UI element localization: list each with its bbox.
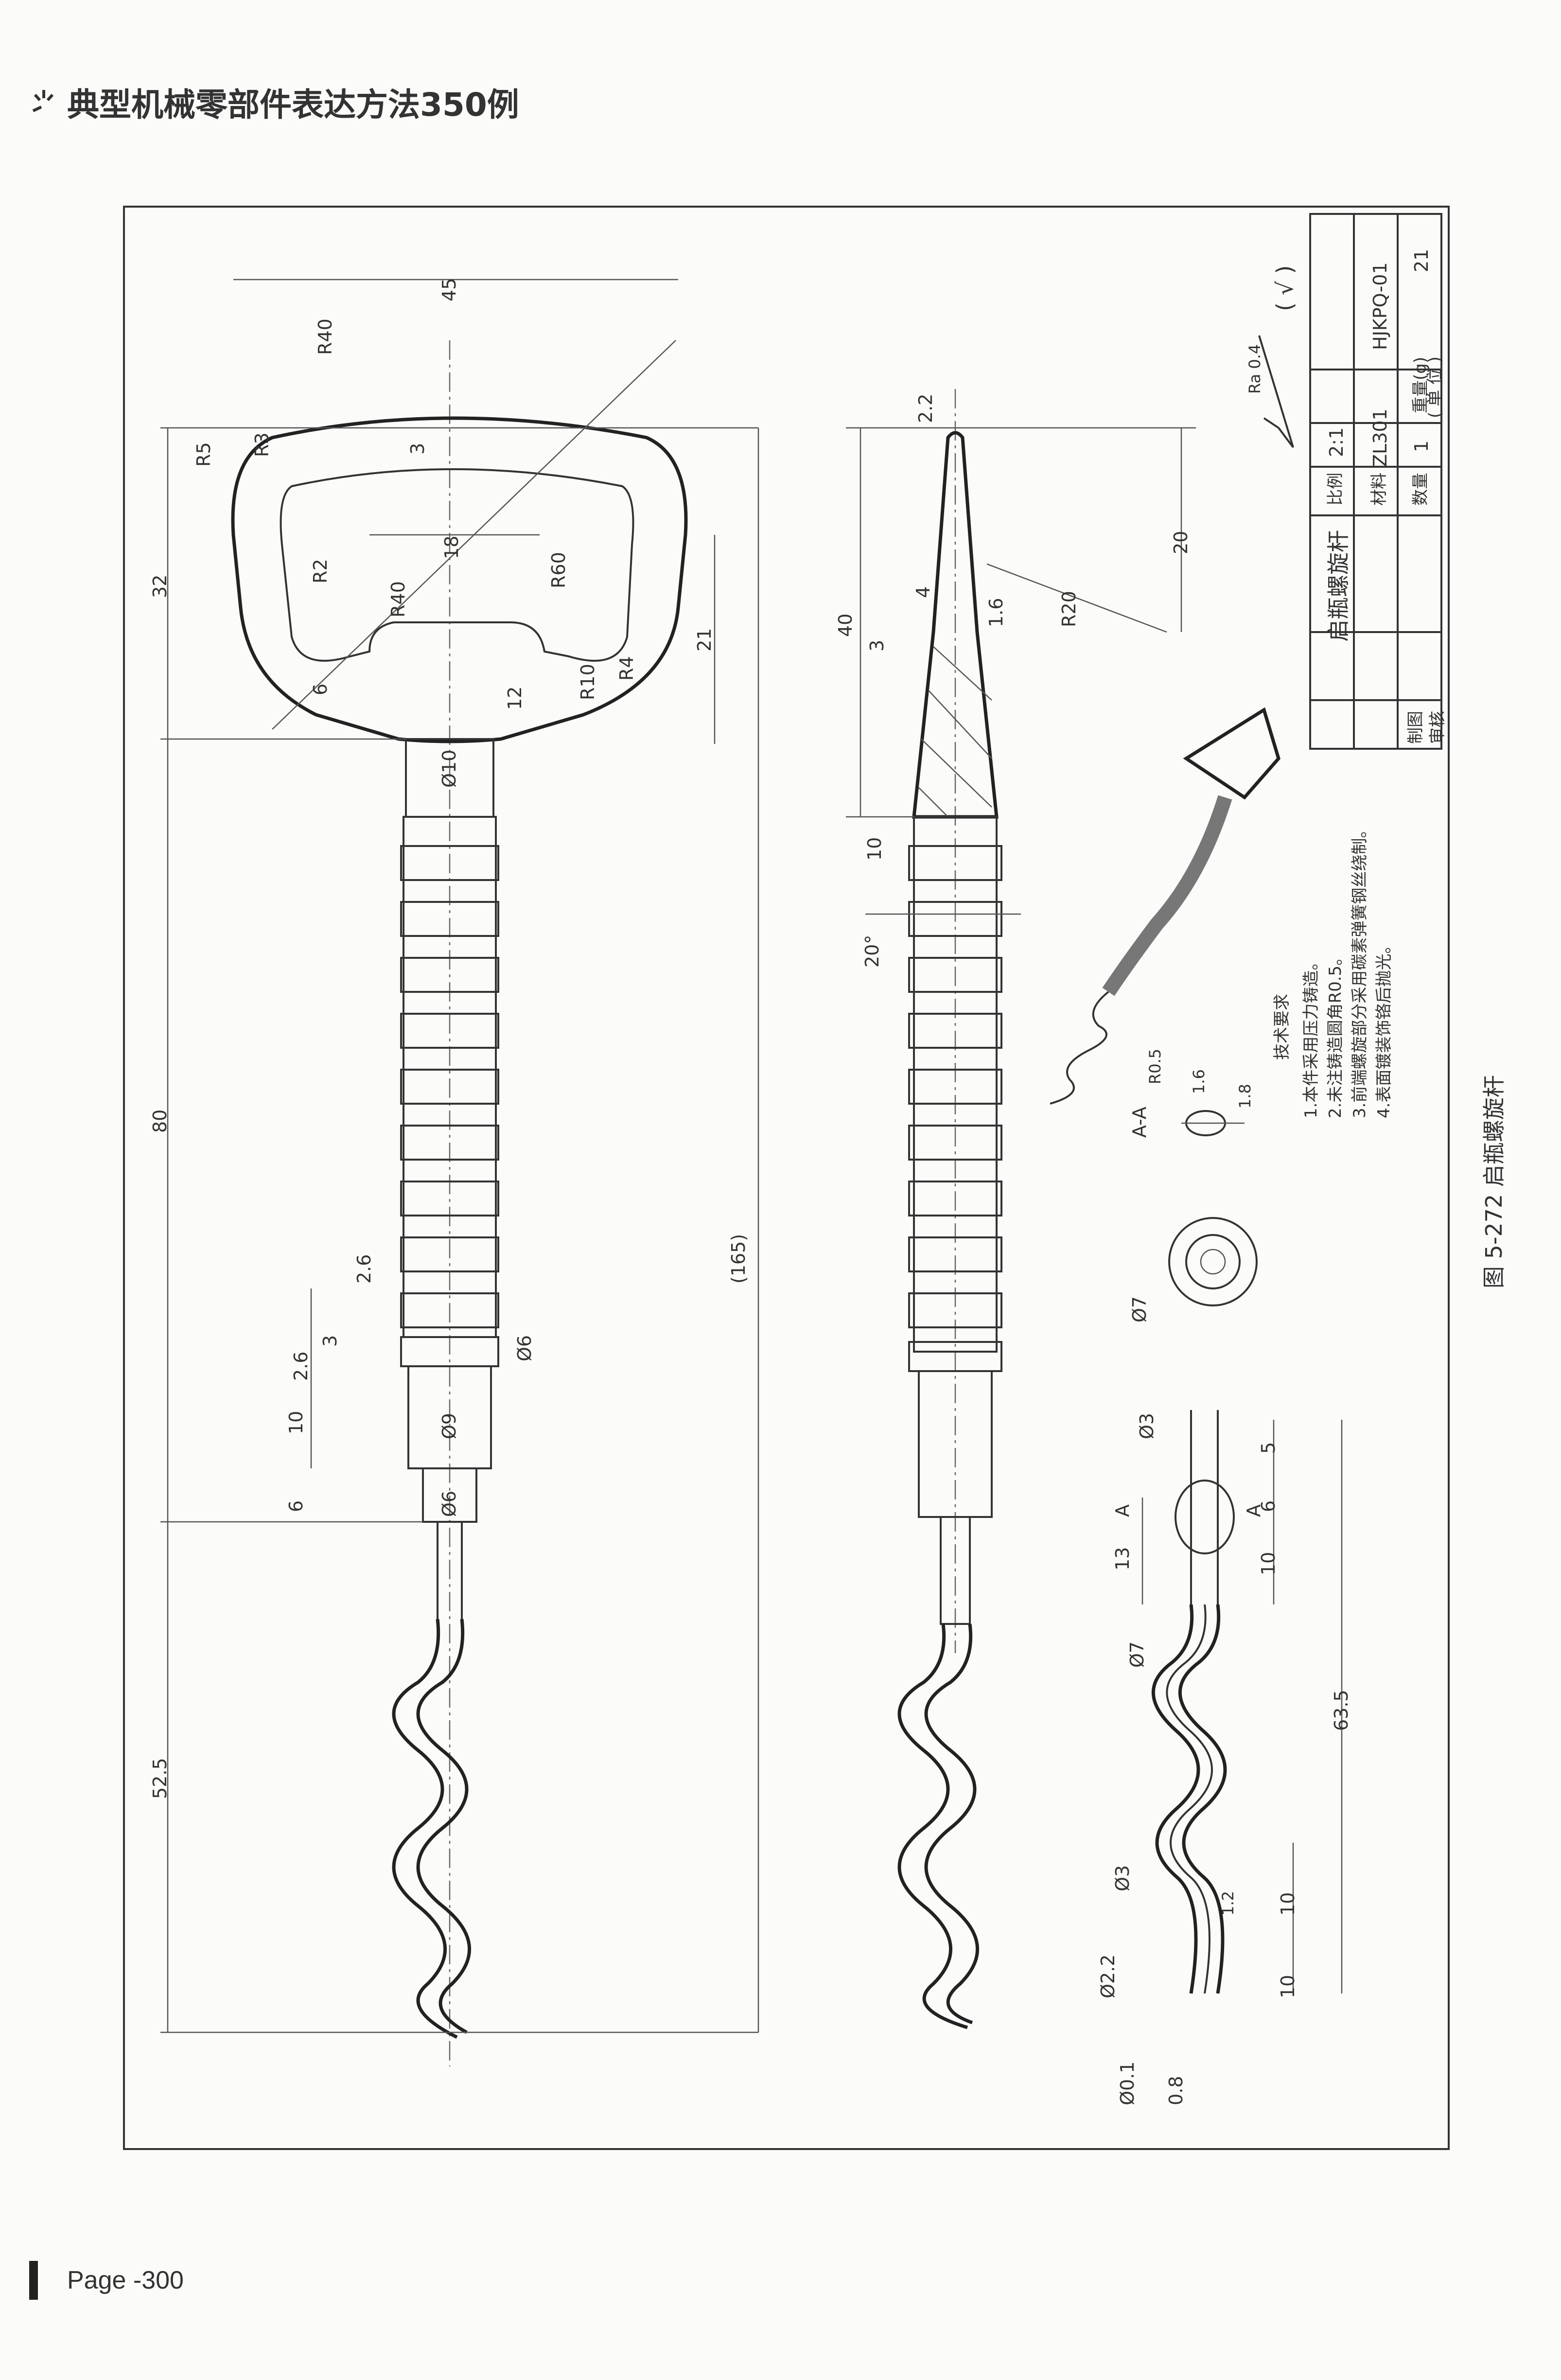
dim-top-52-5: 52.5	[149, 1758, 171, 1799]
page-number: Page -300	[67, 2266, 184, 2294]
dim-top-18: 18	[441, 535, 462, 559]
dim-top-r3: R3	[251, 432, 273, 457]
quantity-value: 1	[1411, 440, 1432, 452]
dim-top-3: 3	[407, 442, 428, 455]
dim-top-r4: R4	[616, 656, 637, 681]
dim-top-r10: R10	[577, 664, 598, 700]
dim-det-r0-5: R0.5	[1146, 1048, 1164, 1084]
dim-top-21: 21	[694, 628, 715, 652]
top-view	[160, 279, 759, 2066]
tech-req-item-2: 2.未注铸造圆角R0.5。	[1326, 949, 1345, 1118]
dim-det-dia3b: Ø3	[1112, 1865, 1133, 1891]
dim-side-20: 20	[1170, 530, 1192, 554]
dim-side-r20: R20	[1058, 591, 1080, 627]
dim-det-13: 13	[1112, 1547, 1133, 1570]
dim-det-dia0-1: Ø0.1	[1117, 2061, 1138, 2105]
footer-bar	[29, 2261, 38, 2300]
dim-det-dia7b: Ø7	[1126, 1641, 1148, 1668]
page-header: 典型机械零部件表达方法350例	[29, 63, 519, 141]
material-label: 材料	[1369, 473, 1389, 506]
dim-top-6: 6	[310, 683, 331, 695]
dim-top-10: 10	[285, 1410, 307, 1434]
part-name: 启瓶螺旋杆	[1325, 530, 1351, 642]
unit-label: ( 单 位 )	[1425, 356, 1445, 418]
side-view	[846, 389, 1196, 2029]
dim-top-dia6b: Ø6	[438, 1490, 460, 1517]
check-label: 审核	[1428, 711, 1447, 744]
dim-det-10b: 10	[1277, 1892, 1298, 1916]
dim-top-165: (165)	[728, 1234, 749, 1284]
quantity-label: 数量	[1411, 473, 1430, 506]
title-block	[1258, 213, 1442, 750]
dim-det-dia3a: Ø3	[1136, 1412, 1158, 1439]
dim-top-2-6b: 2.6	[290, 1351, 312, 1381]
dim-det-63-5: 63.5	[1331, 1690, 1352, 1731]
detail-views	[1050, 707, 1343, 1994]
dim-top-3b: 3	[319, 1335, 341, 1347]
dim-top-dia9: Ø9	[438, 1412, 460, 1439]
dim-top-80: 80	[149, 1109, 171, 1133]
dim-top-r40b: R40	[387, 581, 409, 617]
dim-top-32: 32	[149, 574, 171, 598]
dim-top-45: 45	[438, 278, 460, 301]
dim-top-dia10: Ø10	[438, 749, 460, 788]
dim-top-2-6a: 2.6	[353, 1254, 375, 1284]
dim-side-3: 3	[866, 639, 888, 652]
dim-det-dia2-2: Ø2.2	[1097, 1954, 1119, 1998]
dim-side-40: 40	[835, 613, 856, 637]
weight-value: 21	[1411, 248, 1432, 272]
dim-det-5: 5	[1258, 1442, 1279, 1454]
roughness-note: ( √ )	[1272, 265, 1298, 311]
roughness-value: Ra 0.4	[1245, 344, 1264, 394]
dim-top-12: 12	[504, 686, 526, 710]
dim-side-1-6: 1.6	[985, 598, 1007, 627]
dim-det-dia7a: Ø7	[1129, 1296, 1150, 1322]
dim-side-20deg: 20°	[861, 934, 883, 968]
dim-det-1-8: 1.8	[1236, 1084, 1254, 1109]
dim-top-r40a: R40	[315, 318, 336, 355]
dim-top-r60: R60	[548, 552, 569, 588]
tech-req-item-3: 3.前端螺旋部分采用碳素弹簧钢丝绕制。	[1350, 821, 1369, 1118]
page-footer: Page -300	[29, 2261, 184, 2300]
dim-det-10c: 10	[1277, 1975, 1298, 1998]
dim-top-r2: R2	[310, 559, 331, 583]
sparkle-icon	[32, 90, 54, 112]
dim-side-2-2: 2.2	[915, 393, 936, 423]
section-mark-left: A	[1112, 1504, 1133, 1517]
material-value: ZL301	[1369, 408, 1391, 467]
dim-det-10a: 10	[1258, 1551, 1279, 1575]
scale-label: 比例	[1326, 473, 1345, 506]
dim-det-1-6: 1.6	[1190, 1069, 1208, 1094]
dim-det-0-8: 0.8	[1165, 2076, 1187, 2105]
drawing-number: HJKPQ-01	[1369, 262, 1391, 350]
dim-side-4: 4	[912, 586, 934, 598]
dim-det-6: 6	[1258, 1500, 1279, 1512]
dim-side-10: 10	[864, 837, 885, 861]
dim-top-6b: 6	[285, 1500, 307, 1512]
dim-top-dia6a: Ø6	[514, 1335, 535, 1361]
tech-req-heading: 技术要求	[1272, 994, 1292, 1060]
tech-req-item-4: 4.表面镀装饰铬后抛光。	[1374, 937, 1394, 1118]
book-title: 典型机械零部件表达方法350例	[67, 86, 519, 123]
section-label: A-A	[1129, 1106, 1150, 1138]
tech-req-item-1: 1.本件采用压力铸造。	[1301, 953, 1321, 1118]
dim-top-r5: R5	[193, 442, 214, 467]
scale-value: 2:1	[1326, 427, 1347, 457]
dim-det-1-2: 1.2	[1219, 1891, 1237, 1916]
drawn-label: 制图	[1406, 711, 1425, 744]
drawing-frame	[123, 206, 1450, 2150]
figure-caption: 图 5-272 启瓶螺旋杆	[1481, 1075, 1507, 1288]
